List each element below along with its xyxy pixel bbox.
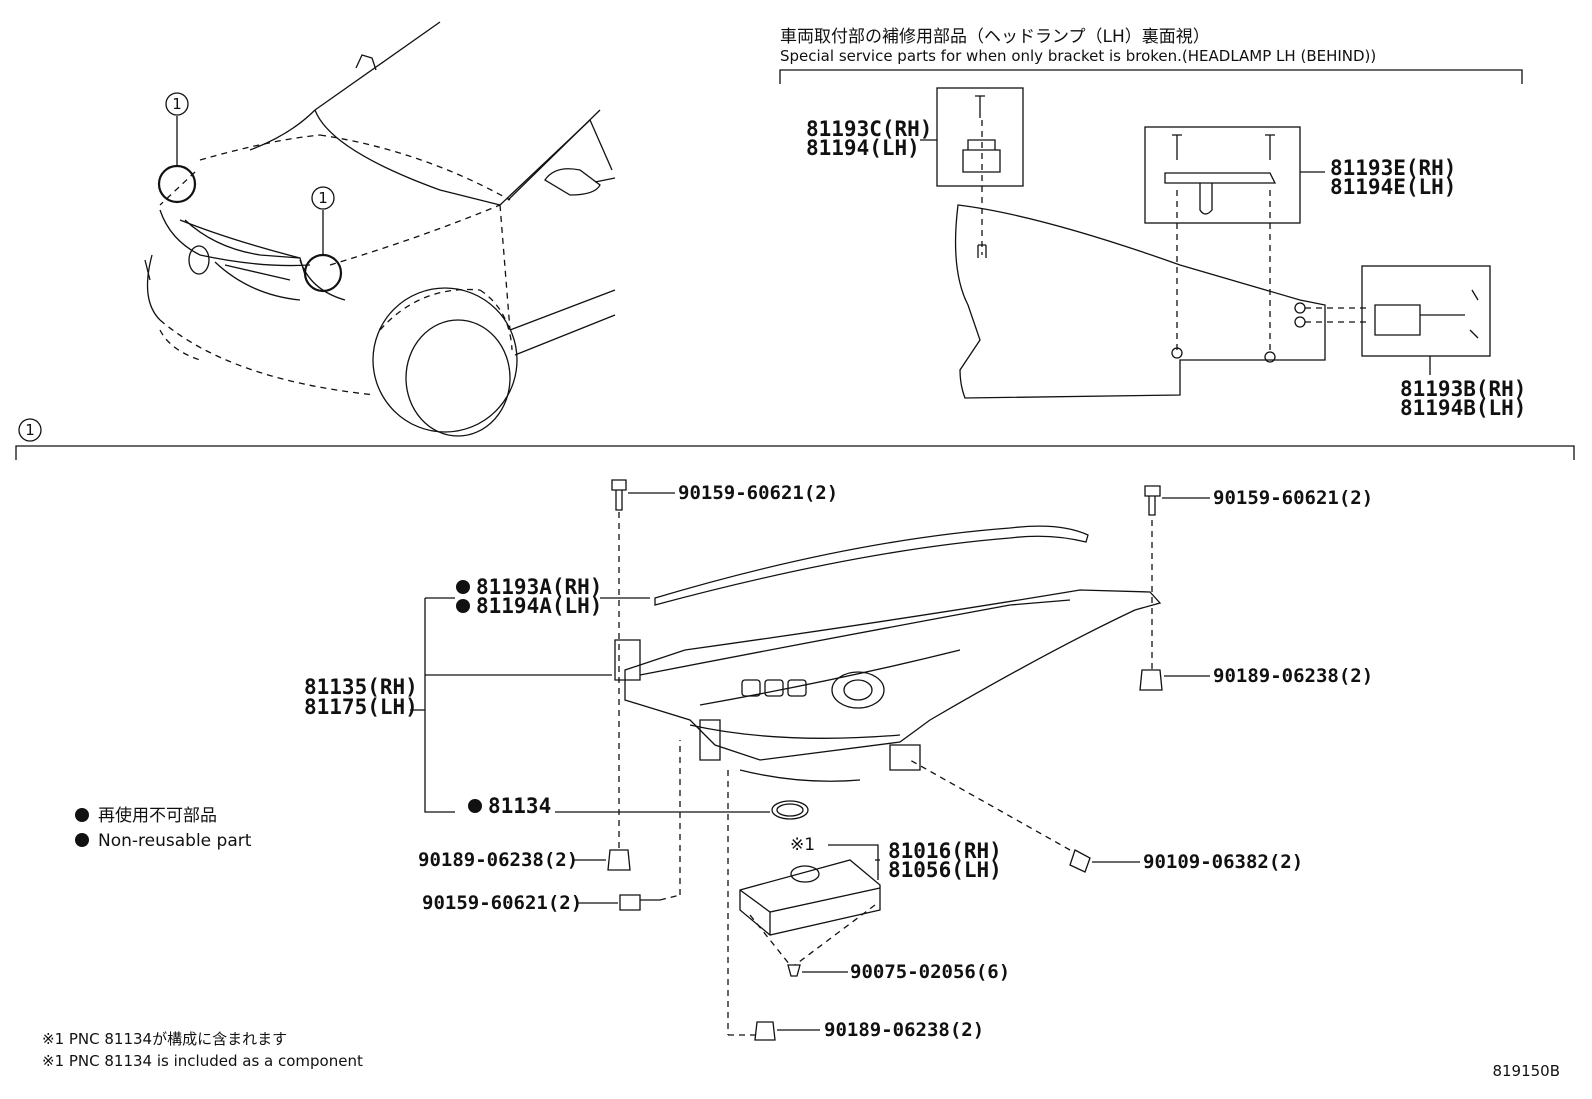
part-90159-top-left: 90159-60621(2) — [678, 482, 838, 504]
legend-jp: 再使用不可部品 — [98, 805, 217, 826]
ballast-note-mark: ※1 — [790, 835, 815, 855]
section-bracket — [15, 445, 1575, 460]
inset-part-81194e: 81194E(LH) — [1330, 175, 1456, 199]
callout-number-2: 1 — [318, 189, 328, 207]
inset-part-81193c: 81193C(RH) — [806, 117, 932, 141]
part-90189-left: 90189-06238(2) — [418, 849, 578, 871]
inset-part-81194: 81194(LH) — [806, 136, 920, 160]
footnote-jp: ※1 PNC 81134が構成に含まれます — [42, 1030, 287, 1048]
part-90189-bottom: 90189-06238(2) — [824, 1019, 984, 1041]
car-front-illustration — [144, 21, 616, 437]
inset-illustration — [920, 87, 1491, 399]
part-81175: 81175(LH) — [304, 695, 418, 719]
part-81194a: 81194A(LH) — [476, 594, 602, 618]
inset-title-jp: 車両取付部の補修用部品（ヘッドランプ（LH）裏面視） — [780, 26, 1210, 47]
inset-bracket — [779, 69, 1523, 84]
part-81016: 81016(RH) — [888, 839, 1002, 863]
callout-number-1: 1 — [172, 95, 182, 113]
legend-en: Non-reusable part — [98, 831, 252, 851]
part-81134: 81134 — [488, 794, 551, 818]
part-81135: 81135(RH) — [304, 675, 418, 699]
legend-dot-jp — [75, 808, 89, 822]
part-90075: 90075-02056(6) — [850, 961, 1010, 983]
figure-code: 819150B — [1492, 1062, 1560, 1080]
non-reusable-dot-gasket — [468, 799, 482, 813]
part-81056: 81056(LH) — [888, 858, 1002, 882]
part-90159-top-right: 90159-60621(2) — [1213, 487, 1373, 509]
inset-part-81193b: 81193B(RH) — [1400, 377, 1526, 401]
footnote-en: ※1 PNC 81134 is included as a component — [42, 1052, 363, 1070]
non-reusable-dot-cover-rh — [456, 580, 470, 594]
part-90109: 90109-06382(2) — [1143, 851, 1303, 873]
headlamp-exploded-view — [410, 479, 1210, 1041]
inset-title-en: Special service parts for when only brac… — [780, 47, 1376, 65]
non-reusable-dot-cover-lh — [456, 599, 470, 613]
part-90159-left: 90159-60621(2) — [422, 892, 582, 914]
legend-dot-en — [75, 833, 89, 847]
section-marker-number: 1 — [25, 421, 35, 439]
part-81193a: 81193A(RH) — [476, 575, 602, 599]
inset-part-81194b: 81194B(LH) — [1400, 396, 1526, 420]
section-marker-circle — [18, 418, 42, 442]
inset-part-81193e: 81193E(RH) — [1330, 156, 1456, 180]
part-90189-right: 90189-06238(2) — [1213, 665, 1373, 687]
